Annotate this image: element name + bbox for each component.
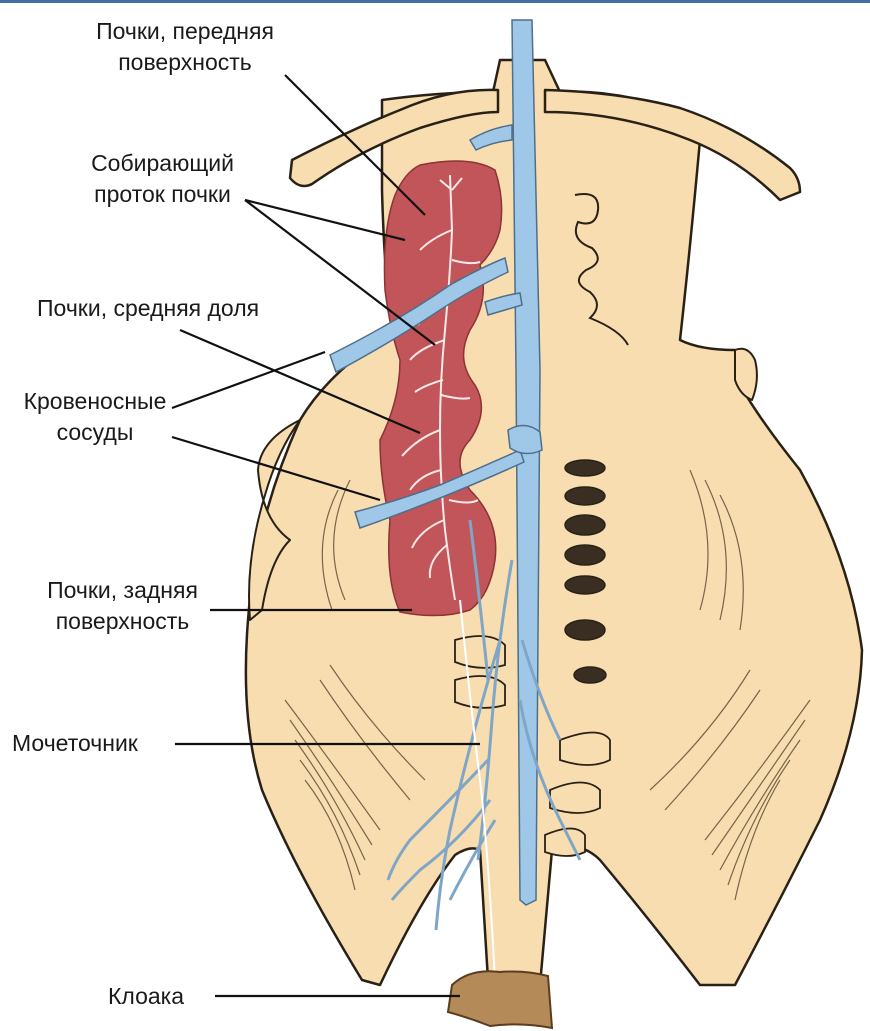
cloaca-shape <box>448 971 552 1028</box>
label-cloaca: Клоака <box>108 981 184 1012</box>
label-kidney-back-line2: поверхность <box>20 606 225 637</box>
label-kidney-back: Почки, задняя поверхность <box>20 575 225 637</box>
label-kidney-middle: Почки, средняя доля <box>37 293 259 324</box>
iliac-junction <box>508 425 542 453</box>
label-vessels-line1: Кровеносные <box>4 386 186 417</box>
label-ureter: Мочеточник <box>12 728 138 759</box>
label-kidney-back-line1: Почки, задняя <box>20 575 225 606</box>
label-collecting-duct: Собирающий проток почки <box>55 148 270 210</box>
label-vessels-line2: сосуды <box>4 417 186 448</box>
label-collecting-duct-line2: проток почки <box>55 179 270 210</box>
label-kidney-front-line1: Почки, передняя <box>55 16 315 47</box>
label-kidney-front: Почки, передняя поверхность <box>55 16 315 78</box>
label-kidney-front-line2: поверхность <box>55 47 315 78</box>
label-vessels: Кровеносные сосуды <box>4 386 186 448</box>
label-collecting-duct-line1: Собирающий <box>55 148 270 179</box>
